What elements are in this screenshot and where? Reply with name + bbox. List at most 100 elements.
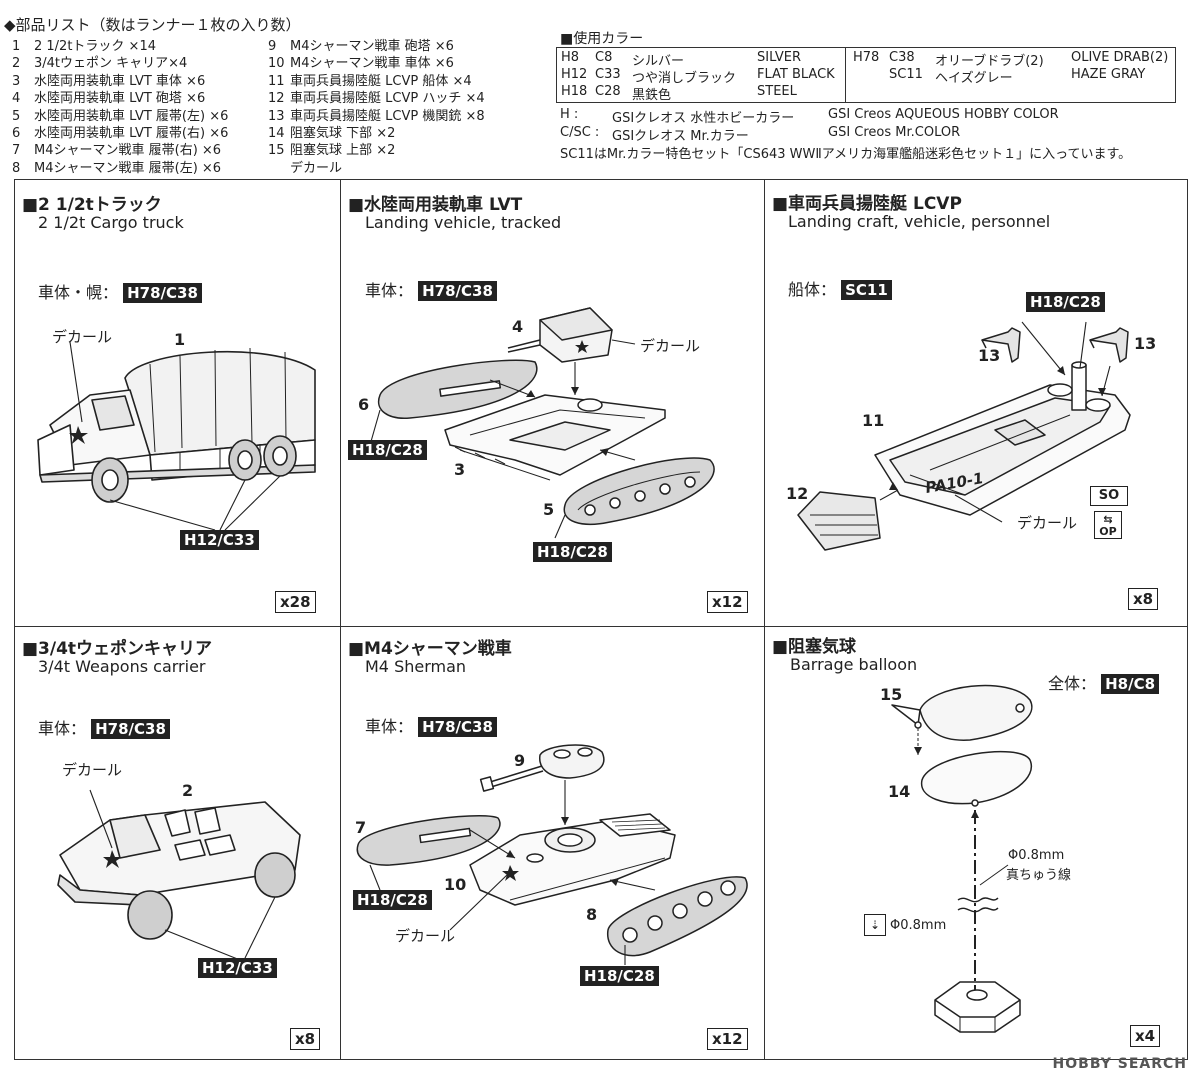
track-paint: H18/C28 [580,966,659,986]
grid-divider [340,179,341,1060]
part-number: 13 [1134,334,1157,353]
colors-title: ■使用カラー [560,31,644,47]
quantity-badge: x12 [707,591,748,613]
track-paint: H18/C28 [353,890,432,910]
quantity-badge: x12 [707,1028,748,1050]
panel-subtitle: Landing vehicle, tracked [365,213,562,232]
instruction-grid [14,179,1188,1060]
lcvp-drawing [797,321,1131,551]
panel-title: ■水陸両用装軌車 LVT [348,195,523,215]
grid-divider [14,626,1188,627]
quantity-badge: x8 [290,1028,321,1050]
decal-callout: デカール [52,328,113,346]
color-table: H8 C8 シルバー SILVER H12 C33 つや消しブラック FLAT … [556,47,1176,103]
panel-subtitle: Barrage balloon [790,655,918,674]
quantity-badge: x4 [1130,1025,1161,1047]
part-number: 4 [512,317,524,336]
color-note: SC11はMr.カラー特色セット「CS643 WWⅡアメリカ海軍艦船迷彩色セット… [560,147,1132,162]
paint-label: 車体： H78/C38 [365,277,497,301]
paint-label: 全体： H8/C8 [1048,670,1160,694]
panel-subtitle: 3/4t Weapons carrier [38,657,206,676]
paint-badge: H78/C38 [418,281,497,301]
track-paint: H18/C28 [348,440,427,460]
panel-title: ■2 1/2tトラック [22,195,162,215]
gun-paint: H18/C28 [1026,292,1105,312]
weapons-carrier-drawing [57,789,301,961]
part-number: 11 [862,411,885,430]
part-number: 8 [586,905,598,924]
decal-callout: デカール [62,761,123,779]
cargo-truck-drawing [37,341,316,531]
part-number: 6 [358,395,370,414]
paint-badge: H78/C38 [91,719,170,739]
paint-badge: H8/C8 [1101,674,1160,694]
color-legend-aqueous: H : GSIクレオス 水性ホビーカラー GSI Creos AQUEOUS H… [560,107,1059,126]
wheel-paint: H12/C33 [180,530,259,550]
paint-label: 車体・幌： H78/C38 [38,279,202,303]
part-number: 3 [454,460,466,479]
panel-title: ■3/4tウェポンキャリア [22,639,213,659]
part-number: 9 [514,751,526,770]
decal-callout: デカール [1017,514,1078,532]
lvt-drawing [369,307,715,539]
decal-icon-op: ⇆ OP [1094,511,1122,539]
part-number: 12 [786,484,809,503]
paint-label: 車体： H78/C38 [38,715,170,739]
panel-title: ■阻塞気球 [772,637,857,657]
paint-badge: H78/C38 [418,717,497,737]
decal-callout: デカール [640,337,701,355]
wire-label: 真ちゅう線 [1006,868,1072,883]
part-number: 15 [880,685,903,704]
panel-subtitle: 2 1/2t Cargo truck [38,213,184,232]
drill-diameter: Φ0.8mm [890,918,947,933]
quantity-badge: x28 [275,591,316,613]
panel-subtitle: M4 Sherman [365,657,467,676]
quantity-badge: x8 [1128,588,1159,610]
paint-badge: H78/C38 [123,283,202,303]
part-number: 5 [543,500,555,519]
part-number: 14 [888,782,911,801]
panel-subtitle: Landing craft, vehicle, personnel [788,212,1051,231]
wire-diameter: Φ0.8mm [1008,848,1065,863]
part-number: 10 [444,875,467,894]
arrow-icon: ⇆ [1103,513,1113,526]
decal-callout: デカール [395,927,456,945]
panel-title: ■M4シャーマン戦車 [348,639,512,659]
watermark: HOBBY SEARCH [1052,1056,1187,1072]
parts-list-title: ◆部品リスト（数はランナー１枚の入り数） [4,16,301,34]
part-number: 7 [355,818,367,837]
part-number: 1 [174,330,186,349]
paint-badge: SC11 [841,280,892,300]
grid-divider [764,179,765,1060]
wheel-paint: H12/C33 [198,958,277,978]
part-number: 2 [182,781,194,800]
decal-icon-so: SO [1090,486,1128,506]
panel-title: ■車両兵員揚陸艇 LCVP [772,194,962,214]
track-paint: H18/C28 [533,542,612,562]
part-number: 13 [978,346,1001,365]
parts-list-item: デカール [290,160,343,176]
barrage-balloon-drawing [891,684,1033,1033]
paint-label: 船体： SC11 [788,276,892,300]
m4-sherman-drawing [356,744,748,965]
color-legend-mr-color: C/SC : GSIクレオス Mr.カラー GSI Creos Mr.COLOR [560,125,961,144]
paint-label: 車体： H78/C38 [365,713,497,737]
drill-icon: ⇣ [864,914,886,936]
